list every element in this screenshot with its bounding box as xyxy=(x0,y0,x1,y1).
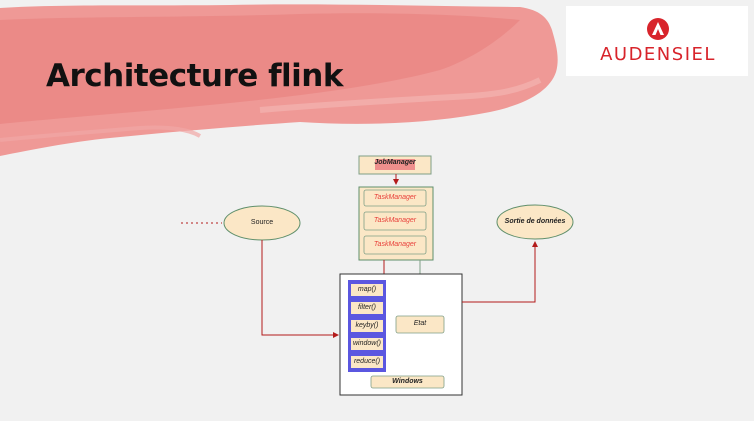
op-map xyxy=(351,284,383,296)
op-label-keyby: keyby() xyxy=(355,322,379,329)
task-manager-1 xyxy=(363,189,427,207)
slide-title: Architecture flink xyxy=(46,58,344,94)
windows-label: Windows xyxy=(392,378,423,385)
op-filter xyxy=(351,302,383,314)
op-label-filter: filter() xyxy=(358,304,376,311)
op-window xyxy=(351,338,383,350)
audensiel-logo-icon xyxy=(647,18,669,40)
logo-text: AUDENSIEL xyxy=(600,44,716,65)
pipeline-to-output-arrow xyxy=(462,241,538,303)
task-manager-label-3: TaskManager xyxy=(373,241,417,248)
task-manager-2 xyxy=(363,211,427,231)
op-label-map: map() xyxy=(357,286,377,293)
task-manager-3 xyxy=(363,235,427,255)
op-reduce xyxy=(351,356,383,368)
windows-node xyxy=(370,375,445,389)
state-label: Etat xyxy=(413,320,427,327)
output-label: Sortie de données xyxy=(504,218,566,225)
job-manager-highlight xyxy=(375,159,415,170)
logo xyxy=(566,6,748,76)
output-node xyxy=(496,204,574,240)
job-manager-label: JobManager xyxy=(374,159,416,166)
task-manager-label-1: TaskManager xyxy=(373,194,417,201)
op-label-reduce: reduce() xyxy=(353,358,381,365)
op-keyby xyxy=(351,320,383,332)
source-label: Source xyxy=(250,219,274,226)
source-to-pipeline-arrow xyxy=(261,240,339,338)
state-node xyxy=(395,315,445,334)
task-manager-label-2: TaskManager xyxy=(373,217,417,224)
op-label-window: window() xyxy=(352,340,381,347)
brush-stroke-background xyxy=(0,4,558,157)
